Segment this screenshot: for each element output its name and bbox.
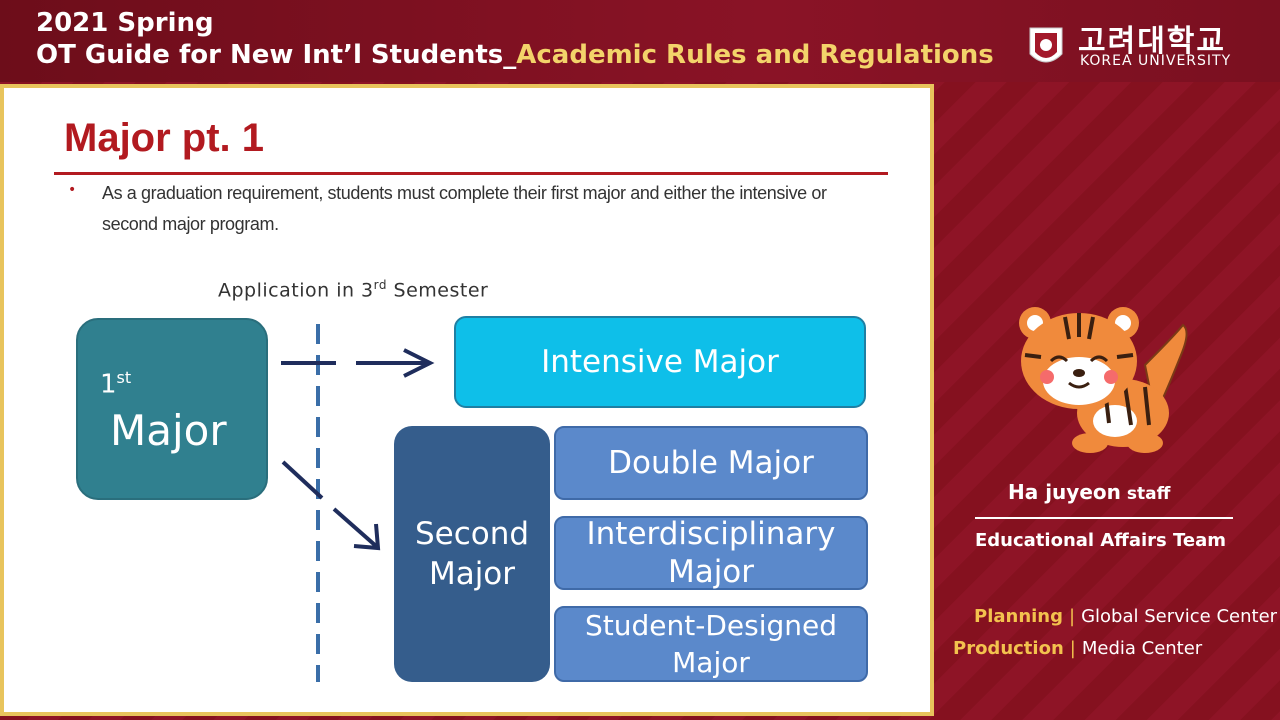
slide-panel: Major pt. 1 • As a graduation requiremen… — [0, 84, 934, 716]
credit-planning-value: Global Service Center — [1081, 606, 1278, 627]
first-major-ordinal: 1st — [100, 368, 131, 400]
double-major-box: Double Major — [554, 426, 868, 500]
credit-planning: Planning|Global Service Center — [974, 606, 1277, 627]
credit-planning-separator: | — [1069, 606, 1076, 627]
first-major-ordinal-sup: st — [116, 368, 132, 387]
credit-production-value: Media Center — [1081, 638, 1203, 659]
presenter-name-text: Ha juyeon — [1008, 480, 1121, 504]
header-title-highlight: Academic Rules and Regulations — [516, 40, 994, 70]
first-major-ordinal-number: 1 — [100, 369, 117, 400]
arrow-to-second-head — [353, 523, 381, 551]
header-title-line1: 2021 Spring — [36, 8, 214, 38]
credit-production-key: Production — [953, 638, 1064, 659]
interdisciplinary-major-box: Interdisciplinary Major — [554, 516, 868, 590]
arrow-to-second-head-line — [332, 507, 378, 548]
arrow-to-intensive-head — [403, 348, 435, 378]
first-major-label: Major — [110, 406, 227, 455]
intensive-major-box: Intensive Major — [454, 316, 866, 408]
first-major-box: 1st Major — [76, 318, 268, 500]
application-label: Application in 3rd Semester — [218, 278, 488, 301]
header-title-prefix: OT Guide for New Int’l Students_ — [36, 40, 517, 70]
presenter-role: staff — [1126, 484, 1171, 504]
credit-planning-key: Planning — [974, 606, 1064, 627]
tiger-mascot-icon — [1019, 307, 1188, 453]
credit-production: Production|Media Center — [953, 638, 1202, 659]
header-bar: 2021 Spring OT Guide for New Int’l Stude… — [0, 0, 1280, 82]
bullet-marker: • — [68, 182, 77, 198]
university-name-korean: 고려대학교 — [1078, 24, 1226, 59]
header-title-line2: OT Guide for New Int’l Students_Academic… — [36, 40, 994, 70]
arrow-to-second-tail — [281, 460, 324, 500]
bullet-text: As a graduation requirement, students mu… — [102, 183, 827, 234]
presenter-team: Educational Affairs Team — [975, 530, 1227, 551]
slide-title: Major pt. 1 — [64, 116, 265, 160]
application-label-sup: rd — [373, 278, 387, 292]
university-name-english: KOREA UNIVERSITY — [1080, 53, 1232, 69]
application-label-pre: Application in 3 — [218, 279, 374, 302]
title-divider — [54, 172, 888, 175]
student-designed-major-box: Student-Designed Major — [554, 606, 868, 682]
second-major-box: Second Major — [394, 426, 550, 682]
credit-production-separator: | — [1069, 638, 1076, 659]
application-label-post: Semester — [387, 279, 489, 302]
presenter-divider — [975, 517, 1233, 519]
university-logo — [1029, 27, 1063, 63]
flow-arrows — [281, 324, 435, 682]
